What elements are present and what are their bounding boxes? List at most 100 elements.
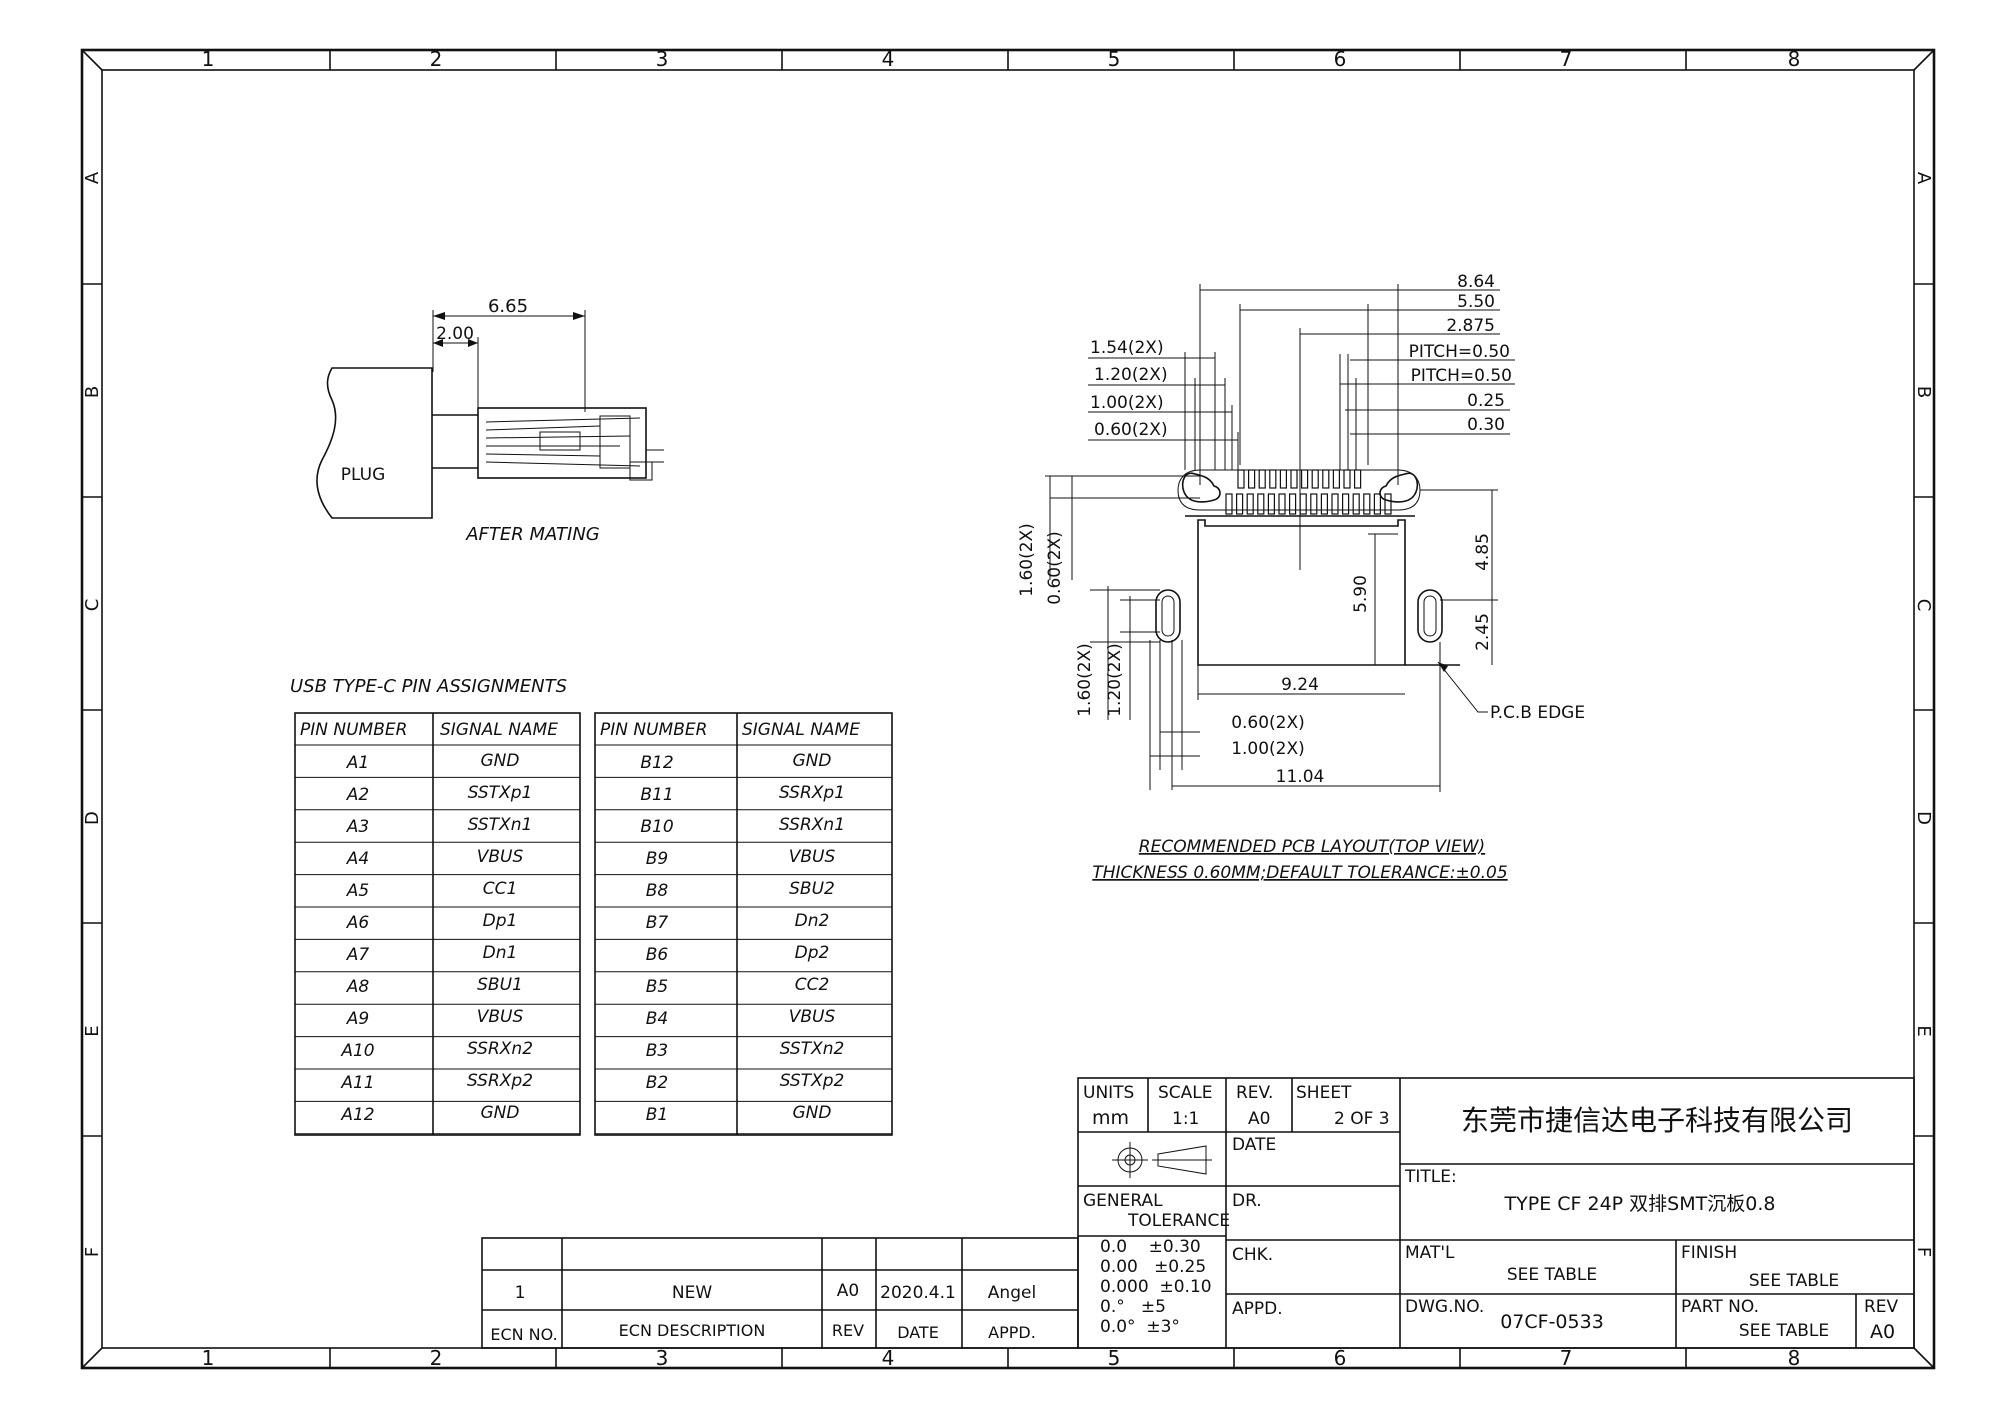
pin-table-title: USB TYPE-C PIN ASSIGNMENTS — [290, 676, 567, 697]
signal-name: SSTXn1 — [468, 815, 533, 835]
pin-number: A8 — [346, 977, 370, 997]
date-label: DATE — [1232, 1135, 1276, 1155]
smt-pad — [1341, 493, 1350, 515]
signal-name: CC1 — [483, 879, 518, 899]
pcb-caption-tolerance: THICKNESS 0.60MM;DEFAULT TOLERANCE:±0.05 — [1092, 863, 1507, 883]
signal-name: CC2 — [795, 975, 830, 995]
sheet-value: 2 OF 3 — [1334, 1109, 1390, 1129]
pin-number: A12 — [340, 1105, 374, 1125]
smt-pad — [1269, 469, 1277, 489]
pin-number: B6 — [646, 945, 669, 965]
smt-pad — [1311, 469, 1319, 489]
pcb-caption-title: RECOMMENDED PCB LAYOUT(TOP VIEW) — [1139, 837, 1485, 857]
smt-pad — [1300, 469, 1309, 489]
finish-value: SEE TABLE — [1749, 1271, 1839, 1291]
dim-left-3: 1.00(2X) — [1090, 393, 1164, 413]
pin-assignment-tables: USB TYPE-C PIN ASSIGNMENTS PIN NUMBER SI… — [290, 676, 893, 1136]
pin-number: A7 — [346, 945, 370, 965]
col-label-top: 3 — [656, 47, 669, 71]
dim-vertical-3: 1.60(2X) — [1075, 643, 1095, 717]
part-number-value: SEE TABLE — [1739, 1321, 1829, 1341]
material-value: SEE TABLE — [1507, 1265, 1597, 1285]
rev-label: REV. — [1236, 1083, 1273, 1103]
dim-vertical-2: 0.60(2X) — [1045, 531, 1065, 605]
dim-slot-span: 11.04 — [1276, 767, 1325, 787]
pin-number-header: PIN NUMBER — [600, 720, 707, 740]
signal-name: VBUS — [477, 847, 524, 867]
ecn-description-header: ECN DESCRIPTION — [619, 1321, 766, 1340]
signal-name: VBUS — [789, 847, 836, 867]
col-label-top: 4 — [882, 47, 895, 71]
signal-name: SBU1 — [477, 975, 523, 995]
ecn-approved-by: Angel — [988, 1283, 1036, 1303]
smt-pad — [1288, 493, 1297, 515]
after-mating-caption: AFTER MATING — [465, 524, 600, 545]
col-label-top: 1 — [202, 47, 215, 71]
pin-number: A1 — [346, 753, 369, 773]
plug-label: PLUG — [341, 465, 386, 485]
right-slot-hole — [1417, 589, 1443, 643]
tolerance-row: 0.0° ±3° — [1100, 1317, 1180, 1337]
pin-number: A4 — [346, 849, 369, 869]
title-block: UNITS mm SCALE 1:1 REV. A0 SHEET 2 OF 3 … — [1077, 1077, 1915, 1349]
signal-name: SSRXp2 — [467, 1071, 533, 1091]
pin-number: B5 — [646, 977, 668, 997]
tolerance-label: TOLERANCE — [1127, 1211, 1230, 1231]
rev-value: A0 — [1248, 1109, 1270, 1129]
signal-name-header: SIGNAL NAME — [742, 720, 860, 740]
pin-number: B8 — [646, 881, 669, 901]
signal-name: VBUS — [477, 1007, 524, 1027]
signal-name: VBUS — [789, 1007, 836, 1027]
smt-pad-rows — [1225, 469, 1392, 515]
dim-pad-width: 0.25 — [1467, 391, 1505, 411]
signal-name: Dn2 — [795, 911, 830, 931]
signal-name: GND — [793, 1103, 832, 1123]
signal-name: SBU2 — [789, 879, 835, 899]
dim-slot-width-1: 0.60(2X) — [1231, 713, 1305, 733]
pin-number: B1 — [646, 1105, 668, 1125]
signal-name: Dn1 — [483, 943, 518, 963]
ecn-appd-header: APPD. — [988, 1323, 1036, 1342]
row-label-left: E — [82, 1025, 103, 1036]
after-mating-view: 6.65 2.00 PLUG AFTER MATING — [316, 296, 664, 545]
pin-number: B2 — [646, 1073, 668, 1093]
ecn-date-header: DATE — [897, 1323, 939, 1342]
right-locating-hole — [1379, 472, 1419, 503]
smt-pad — [1384, 493, 1392, 515]
pin-number: A2 — [346, 785, 369, 805]
left-locating-hole — [1181, 472, 1221, 503]
ecn-rev: A0 — [837, 1281, 859, 1301]
col-label-top: 2 — [430, 47, 443, 71]
mating-dim-overall: 6.65 — [488, 296, 528, 317]
title-label: TITLE: — [1404, 1167, 1457, 1187]
smt-pad — [1267, 493, 1276, 515]
tolerance-row: 0.000 ±0.10 — [1100, 1277, 1212, 1297]
row-label-left: A — [82, 171, 103, 184]
pcb-cutout — [1197, 519, 1406, 666]
col-label-top: 5 — [1108, 47, 1121, 71]
col-label-top: 8 — [1788, 47, 1801, 71]
signal-name: SSRXn1 — [779, 815, 845, 835]
row-label-right: E — [1913, 1025, 1934, 1036]
smt-pad — [1310, 493, 1318, 515]
pin-number-header: PIN NUMBER — [300, 720, 407, 740]
pin-number: B10 — [640, 817, 673, 837]
scale-label: SCALE — [1158, 1083, 1213, 1103]
smt-pad — [1290, 469, 1298, 489]
dim-half-width: 2.875 — [1446, 316, 1495, 336]
chk-label: CHK. — [1232, 1245, 1273, 1265]
row-label-right: C — [1913, 599, 1934, 612]
col-label-bottom: 8 — [1788, 1346, 1801, 1370]
units-label: UNITS — [1083, 1083, 1134, 1103]
dim-left-4: 0.60(2X) — [1094, 420, 1168, 440]
dim-width-inner: 5.50 — [1457, 292, 1495, 312]
dim-left-1: 1.54(2X) — [1090, 338, 1164, 358]
signal-name-header: SIGNAL NAME — [440, 720, 558, 740]
smt-pad — [1353, 469, 1362, 489]
general-tolerance-label: GENERAL — [1083, 1191, 1163, 1211]
smt-pad — [1320, 493, 1329, 515]
dim-width-overall: 8.64 — [1457, 272, 1495, 292]
signal-name: GND — [481, 1103, 520, 1123]
row-label-right: F — [1913, 1247, 1934, 1257]
